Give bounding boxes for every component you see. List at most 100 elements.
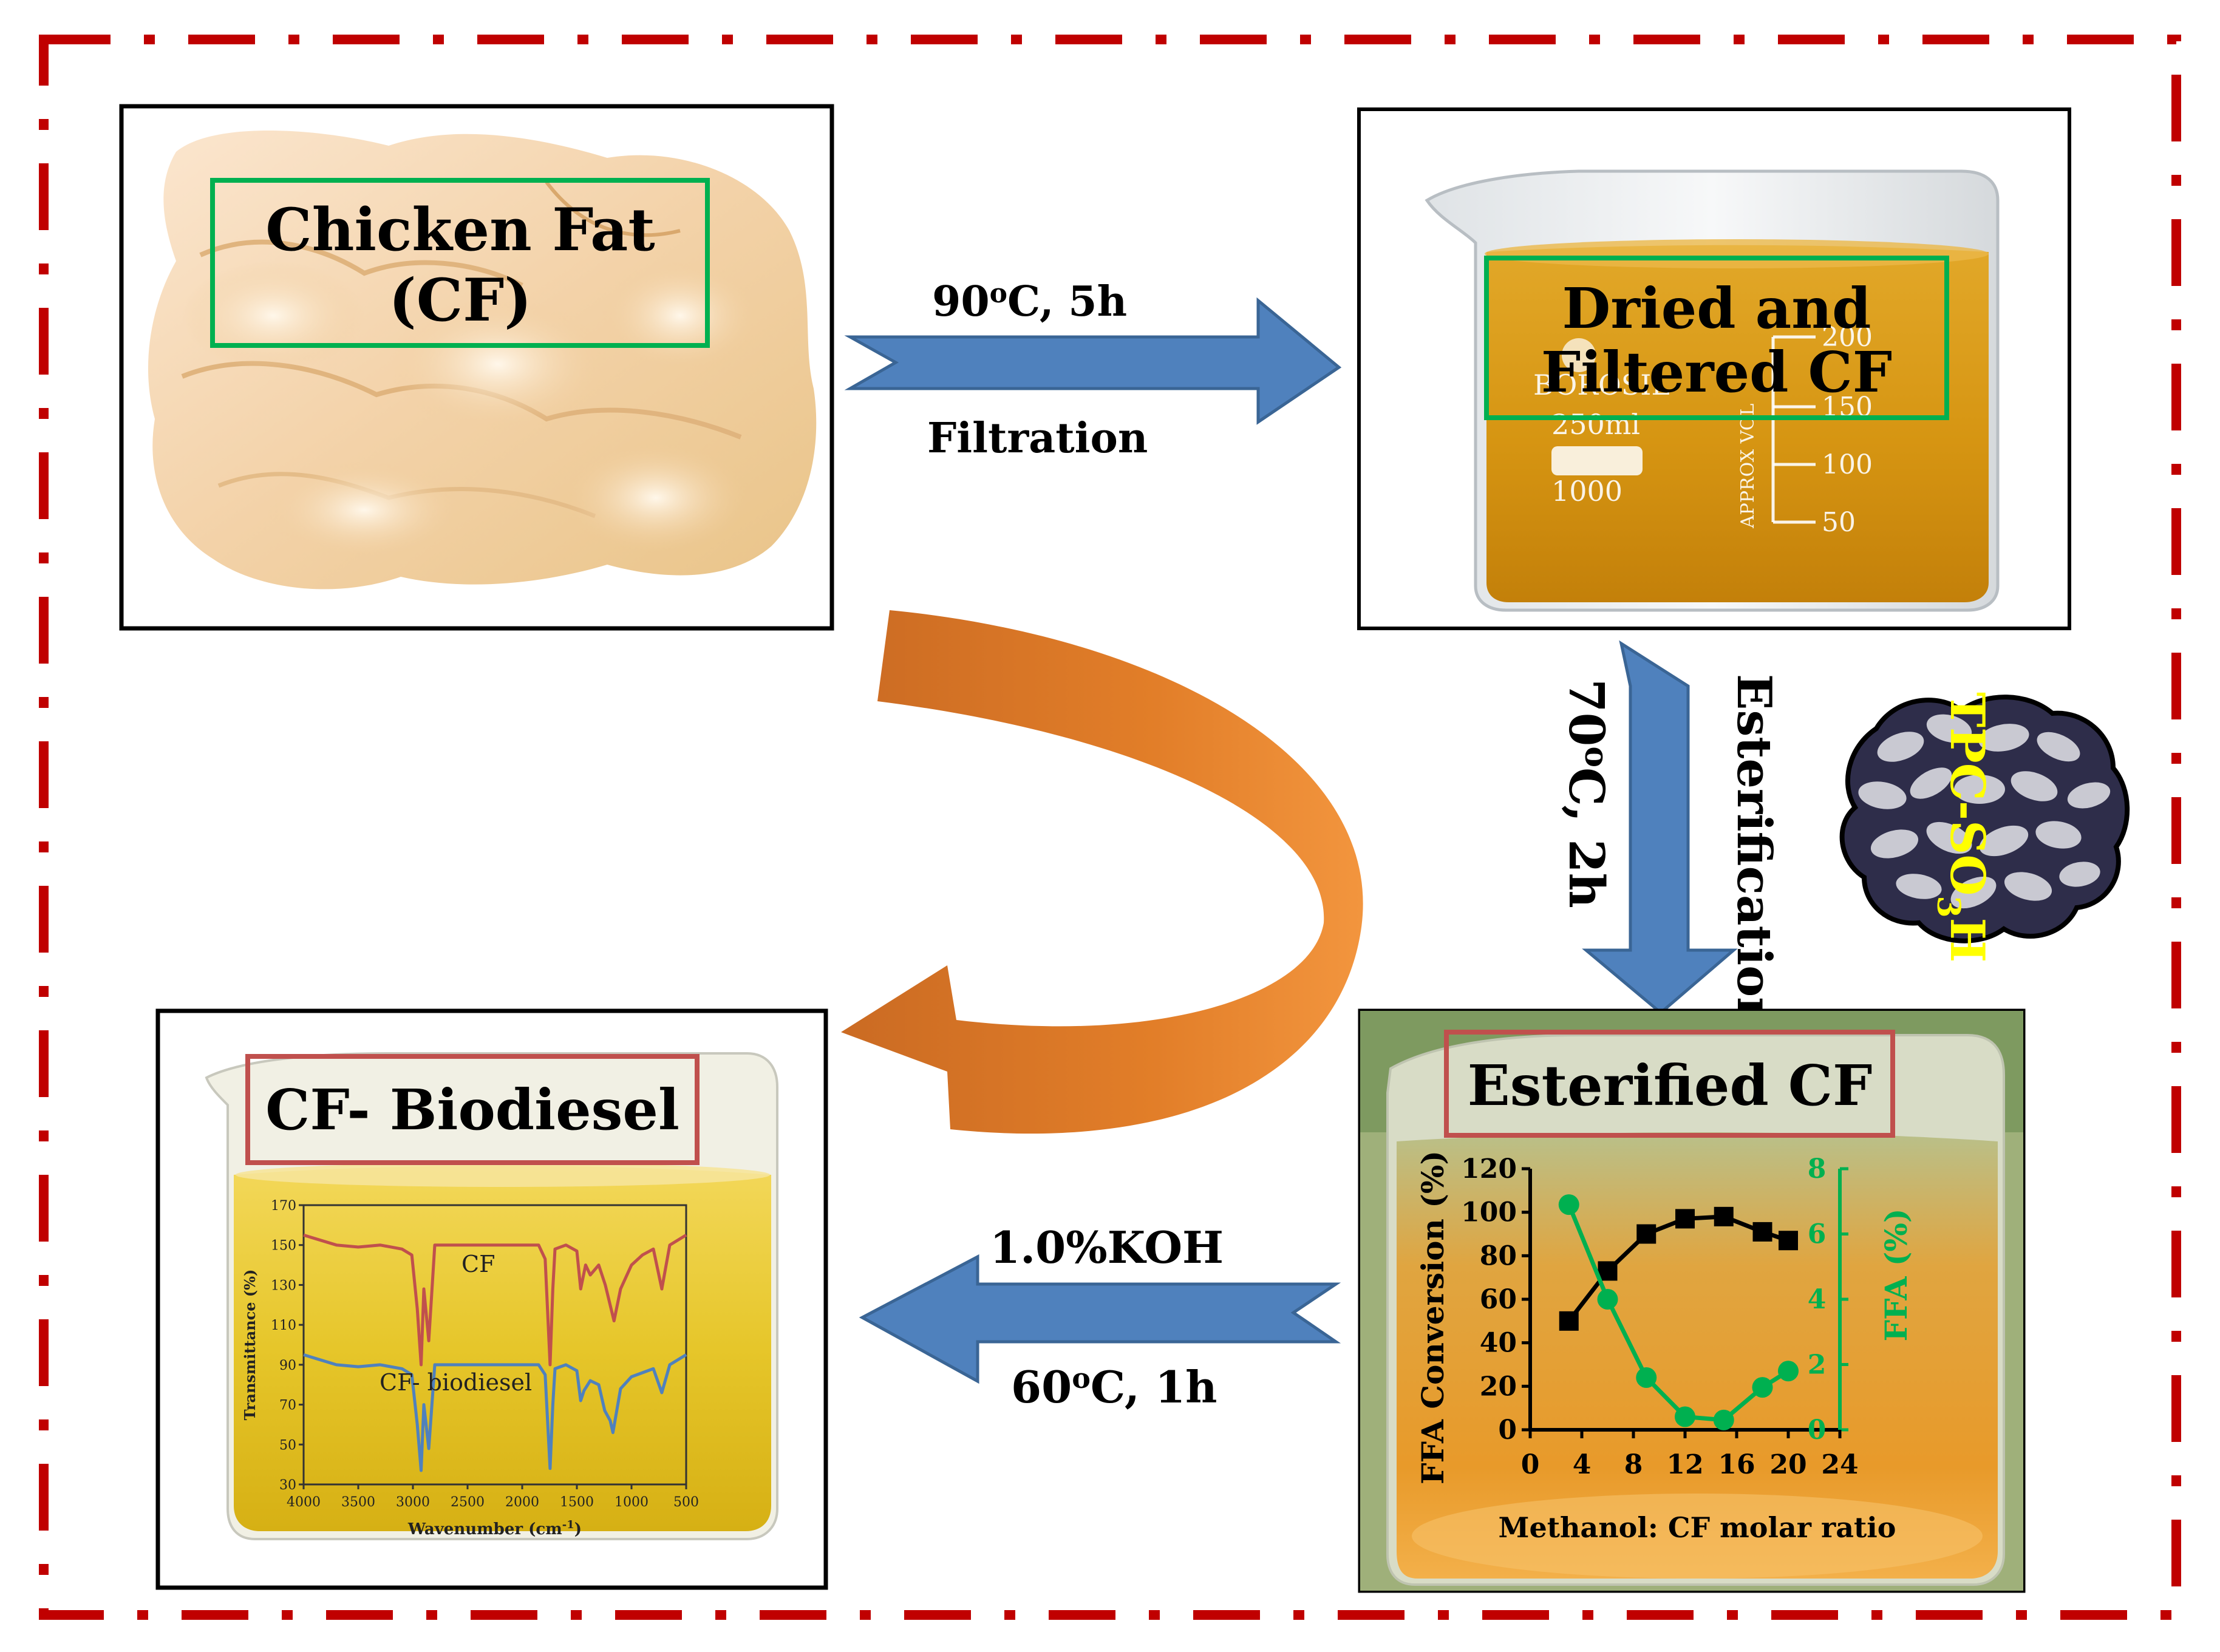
beaker-photo-esterified — [1360, 1011, 2023, 1591]
transesterification-condition: 60oC, 1h — [1011, 1361, 1217, 1413]
ffa-y-tick-label: 100 — [1461, 1197, 1517, 1228]
beaker-batch: 1000 — [1551, 475, 1622, 508]
dried-label-line2: Filtered CF — [1541, 339, 1892, 405]
ftir-y-axis-label: Transmittance (%) — [241, 1270, 259, 1421]
label-box-chicken-fat — [210, 178, 710, 348]
ffa-content-point — [1752, 1377, 1773, 1398]
esterification-condition: 70oC, 2h — [1558, 679, 1615, 908]
ftir-x-tick-label: 4000 — [287, 1495, 321, 1510]
ftir-y-tick-label: 170 — [271, 1198, 296, 1214]
ffa-y2-tick-label: 2 — [1808, 1350, 1827, 1381]
ffa-conversion-point — [1675, 1209, 1695, 1229]
ffa-x-tick-label: 12 — [1666, 1449, 1703, 1480]
ftir-y-tick-label: 70 — [279, 1398, 296, 1413]
ftir-series-label-cf: CF — [461, 1251, 495, 1277]
arrow-esterification: 70oC, 2h Esterification — [1558, 640, 1782, 1032]
ftir-x-axis-label: Wavenumber (cm-1) — [407, 1518, 582, 1538]
ffa-conversion-point — [1752, 1222, 1772, 1242]
ftir-y-tick-label: 30 — [279, 1478, 296, 1493]
ffa-x-tick-label: 16 — [1718, 1449, 1755, 1480]
dried-label-line1: Dried and — [1562, 276, 1871, 341]
catalyst-label: TPC-SO3H — [1930, 692, 1995, 962]
ftir-y-tick-label: 90 — [279, 1358, 296, 1373]
ffa-conversion-point — [1779, 1231, 1798, 1251]
biodiesel-label: CF- Biodiesel — [265, 1077, 679, 1143]
ffa-conversion-point — [1598, 1261, 1618, 1281]
ftir-line-cf — [303, 1233, 687, 1367]
ffa-x-axis-label: Methanol: CF molar ratio — [1499, 1511, 1896, 1544]
ftir-plot-frame — [302, 1204, 687, 1486]
beaker-tick-100: 100 — [1822, 449, 1873, 480]
ffa-conversion-point — [1714, 1206, 1734, 1226]
ftir-x-tick-label: 3000 — [396, 1495, 430, 1510]
ffa-content-point — [1597, 1289, 1618, 1310]
ffa-y-tick-label: 20 — [1480, 1371, 1517, 1402]
label-box-biodiesel — [245, 1054, 700, 1165]
arrow-drying: 90oC, 5h Filtration — [844, 277, 1342, 463]
ffa-content-point — [1675, 1406, 1695, 1427]
ftir-x-tick-label: 1500 — [560, 1495, 594, 1510]
arrow-transesterification: 1.0%KOH 60oC, 1h — [859, 1222, 1341, 1413]
ftir-x-tick-label: 2000 — [505, 1495, 539, 1510]
ffa-y-tick-label: 0 — [1498, 1415, 1517, 1446]
ftir-y-tick-label: 110 — [271, 1318, 296, 1333]
ffa-conversion-point — [1559, 1311, 1579, 1331]
chicken-fat-label-line1: Chicken Fat — [265, 195, 655, 264]
panel-dried-filtered: BOROSIL 250ml 1000 200 150 100 50 APPROX… — [1357, 107, 2071, 630]
label-box-dried — [1484, 256, 1949, 420]
ftir-y-tick-label: 130 — [271, 1278, 296, 1293]
ftir-line-cf-biodiesel — [303, 1353, 687, 1472]
beaker-photo-dried: BOROSIL 250ml 1000 200 150 100 50 APPROX… — [1425, 169, 2000, 612]
ffa-x-tick-label: 8 — [1624, 1449, 1643, 1480]
ffa-x-tick-label: 4 — [1573, 1449, 1592, 1480]
esterification-process-label: Esterification — [1726, 674, 1782, 1032]
ffa-y2-tick-label: 6 — [1808, 1219, 1827, 1250]
ffa-y-tick-label: 60 — [1480, 1284, 1517, 1315]
ftir-spectrum-chart: 30 50 70 90 110 130 150 170 4000 3500 3000 2500 2000… — [241, 1198, 699, 1538]
beaker-tick-200: 200 — [1822, 322, 1873, 353]
ftir-y-tick-label: 150 — [271, 1239, 296, 1254]
ffa-y-tick-label: 40 — [1480, 1328, 1517, 1359]
ftir-x-tick-label: 3500 — [341, 1495, 375, 1510]
ffa-y2-tick-label: 0 — [1808, 1415, 1827, 1446]
ffa-y2-tick-label: 4 — [1808, 1284, 1827, 1315]
arrow-recycle-curve — [841, 610, 1363, 1134]
ffa-content-point — [1558, 1194, 1579, 1215]
panel-chicken-fat: Chicken Fat (CF) — [119, 104, 834, 631]
panel-biodiesel: CF- Biodiesel 30 50 70 90 110 130 150 170 4000 35… — [155, 1008, 828, 1590]
ftir-y-tick-label: 50 — [279, 1438, 296, 1453]
beaker-approx-vol: APPROX VOL — [1737, 404, 1759, 529]
outer-frame — [39, 35, 2181, 1620]
ftir-series-label-cf-biodiesel: CF- biodiesel — [380, 1369, 532, 1396]
ftir-x-tick-label: 1000 — [615, 1495, 649, 1510]
koh-catalyst-label: 1.0%KOH — [990, 1222, 1224, 1273]
drying-process-label: Filtration — [927, 414, 1148, 463]
ffa-content-point — [1713, 1409, 1734, 1430]
esterified-label: Esterified CF — [1468, 1053, 1873, 1118]
ffa-y-tick-label: 120 — [1461, 1154, 1517, 1185]
beaker-photo-biodiesel — [205, 1052, 778, 1540]
ftir-x-tick-label: 500 — [673, 1495, 699, 1510]
ffa-content-point — [1778, 1361, 1799, 1382]
ffa-y2-tick-label: 8 — [1808, 1154, 1827, 1185]
beaker-brand: BOROSIL — [1533, 369, 1670, 401]
ffa-y2-axis-label: FFA (%) — [1878, 1208, 1914, 1341]
ffa-conversion-point — [1636, 1224, 1656, 1244]
beaker-volume: 250ml — [1551, 408, 1640, 441]
chicken-fat-label-line2: (CF) — [389, 266, 531, 335]
ffa-content-point — [1636, 1367, 1657, 1388]
ffa-x-tick-label: 24 — [1821, 1449, 1858, 1480]
ftir-x-tick-label: 2500 — [451, 1495, 485, 1510]
drying-condition: 90oC, 5h — [932, 277, 1127, 326]
beaker-tick-50: 50 — [1822, 507, 1856, 538]
ffa-y-tick-label: 80 — [1480, 1240, 1517, 1271]
catalyst-blob: TPC-SO3H — [1839, 692, 2130, 962]
ffa-x-tick-label: 20 — [1769, 1449, 1806, 1480]
ffa-y-axis-label: FFA Conversion (%) — [1415, 1151, 1451, 1484]
label-box-esterified — [1444, 1030, 1895, 1138]
ffa-x-tick-label: 0 — [1521, 1449, 1540, 1480]
